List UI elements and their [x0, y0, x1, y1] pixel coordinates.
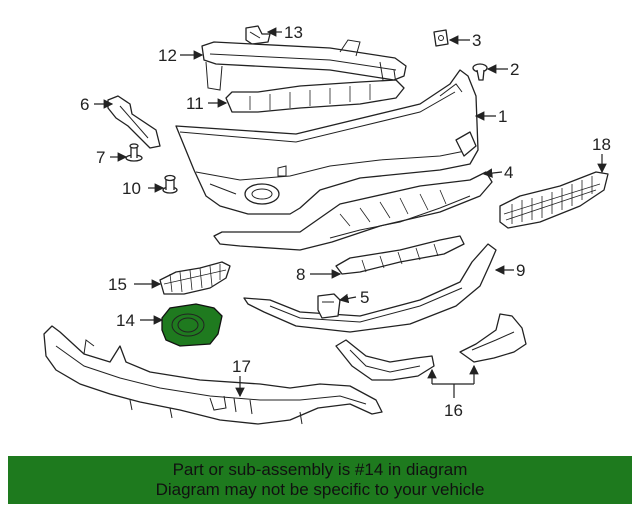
callout-11: 11 [186, 94, 204, 113]
part-14-fog-lamp-bezel [161, 303, 223, 347]
part-16-brackets [335, 313, 527, 381]
part-6-bracket [107, 95, 161, 149]
part-13-bracket [245, 25, 271, 45]
info-banner: Part or sub-assembly is #14 in diagram D… [8, 456, 632, 504]
callout-13: 13 [284, 23, 303, 42]
callout-6: 6 [80, 95, 89, 114]
part-2-screw [472, 63, 488, 81]
callout-4: 4 [504, 163, 513, 182]
part-5-bracket [317, 293, 341, 319]
callout-14: 14 [116, 311, 135, 330]
banner-line-1: Part or sub-assembly is #14 in diagram [172, 460, 468, 479]
callout-15: 15 [108, 275, 127, 294]
bumper-parts-diagram: 13 12 11 6 7 10 3 2 1 18 4 9 8 5 15 14 1… [43, 23, 611, 425]
part-7-push-pin [125, 143, 143, 162]
callout-5: 5 [360, 288, 369, 307]
callout-17: 17 [232, 357, 251, 376]
callout-2: 2 [510, 60, 519, 79]
part-8-skid-plate [335, 235, 465, 275]
part-4-lower-valance [213, 171, 493, 251]
callout-18: 18 [592, 135, 611, 154]
banner-line-2: Diagram may not be specific to your vehi… [155, 480, 485, 499]
callout-3: 3 [472, 31, 481, 50]
part-12-reinforcement-beam [201, 39, 407, 91]
callout-16: 16 [444, 401, 463, 420]
part-10-push-pin [162, 174, 178, 194]
callout-1: 1 [498, 107, 507, 126]
callout-7: 7 [96, 148, 105, 167]
part-3-clip [433, 29, 449, 47]
part-9-trim-strip [243, 243, 497, 333]
callout-8: 8 [296, 265, 305, 284]
part-18-grille [499, 171, 609, 229]
leader-lines [94, 27, 607, 398]
callout-12: 12 [158, 46, 177, 65]
callout-labels: 13 12 11 6 7 10 3 2 1 18 4 9 8 5 15 14 1… [80, 23, 611, 420]
callout-9: 9 [516, 261, 525, 280]
part-1-bumper-fascia [175, 69, 479, 215]
part-15-lower-grille [159, 261, 231, 295]
part-11-absorber [225, 79, 405, 113]
callout-10: 10 [122, 179, 141, 198]
part-17-splash-shield [43, 325, 383, 425]
